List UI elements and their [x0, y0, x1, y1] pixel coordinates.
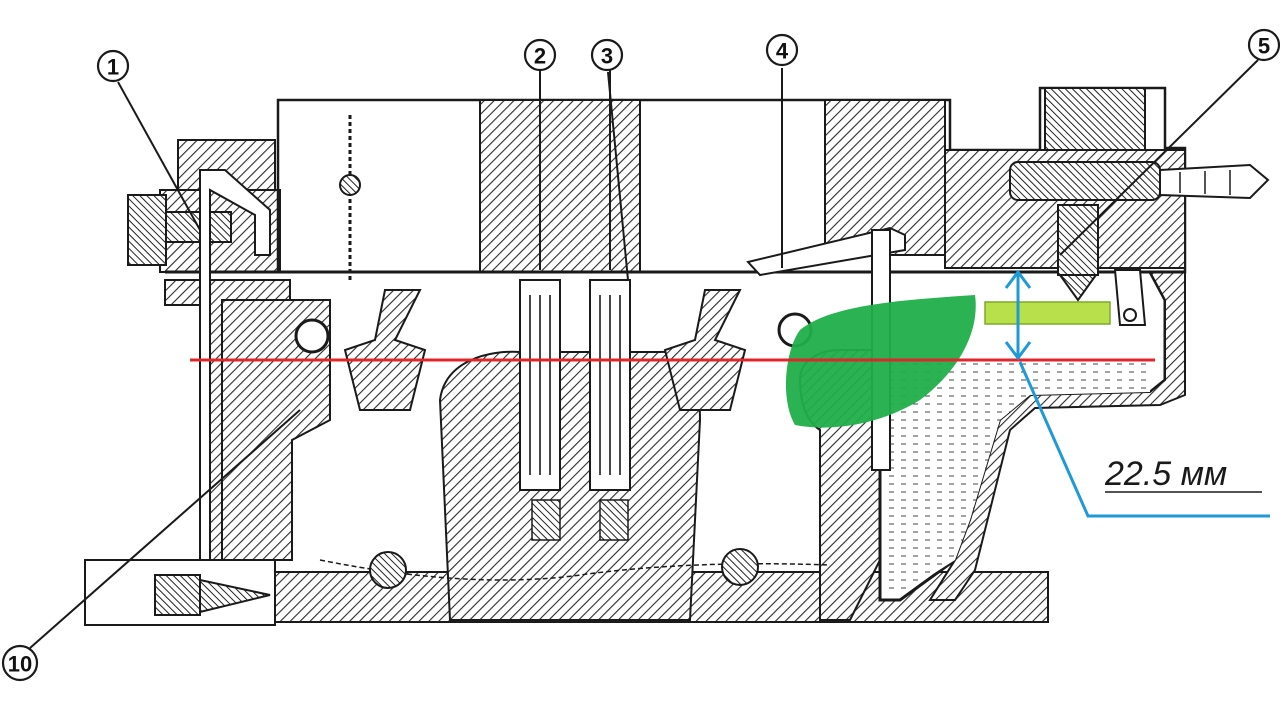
booster-venturis [343, 289, 747, 411]
svg-text:5: 5 [1258, 34, 1270, 59]
leader-10 [29, 409, 301, 649]
svg-text:1: 1 [107, 55, 119, 80]
pump-nozzle-tube [746, 226, 906, 277]
leader-5 [1059, 59, 1259, 256]
throttle-shaft-secondary [721, 548, 759, 586]
svg-text:2: 2 [534, 44, 546, 69]
callout-5: 5 [1247, 28, 1280, 62]
fuel-inlet-fitting [1009, 161, 1270, 302]
central-column [479, 99, 641, 273]
throttle-shaft-primary [369, 551, 407, 589]
fuel-level-area [885, 360, 1150, 595]
dimension-label: 22.5 мм [1104, 455, 1227, 493]
svg-text:3: 3 [601, 44, 613, 69]
choke-plate [339, 115, 361, 280]
needle-valve [1057, 204, 1099, 276]
main-jets-assembly [519, 70, 631, 541]
o-ring-left [294, 318, 330, 354]
svg-text:10: 10 [8, 652, 32, 677]
svg-text:4: 4 [776, 39, 789, 64]
leader-3 [607, 71, 629, 281]
level-dimension: 22.5 мм [1004, 269, 1270, 518]
primary-air-bore [290, 104, 475, 269]
float-arm-yellow [984, 301, 1111, 325]
callout-1: 1 [96, 49, 130, 83]
callout-10: 10 [1, 644, 39, 682]
idle-mixture-screw [84, 559, 276, 626]
throttle-shafts [319, 548, 831, 589]
float-hinge [1113, 269, 1147, 326]
secondary-air-bore [645, 104, 823, 252]
dimension-leader [1018, 361, 1270, 518]
callout-2: 2 [523, 38, 557, 72]
callout-3: 3 [590, 38, 624, 72]
needle-valve-housing [1044, 87, 1146, 151]
leader-1 [117, 81, 201, 231]
float-chamber-outer-wall [928, 271, 1186, 601]
callout-4: 4 [765, 33, 799, 67]
